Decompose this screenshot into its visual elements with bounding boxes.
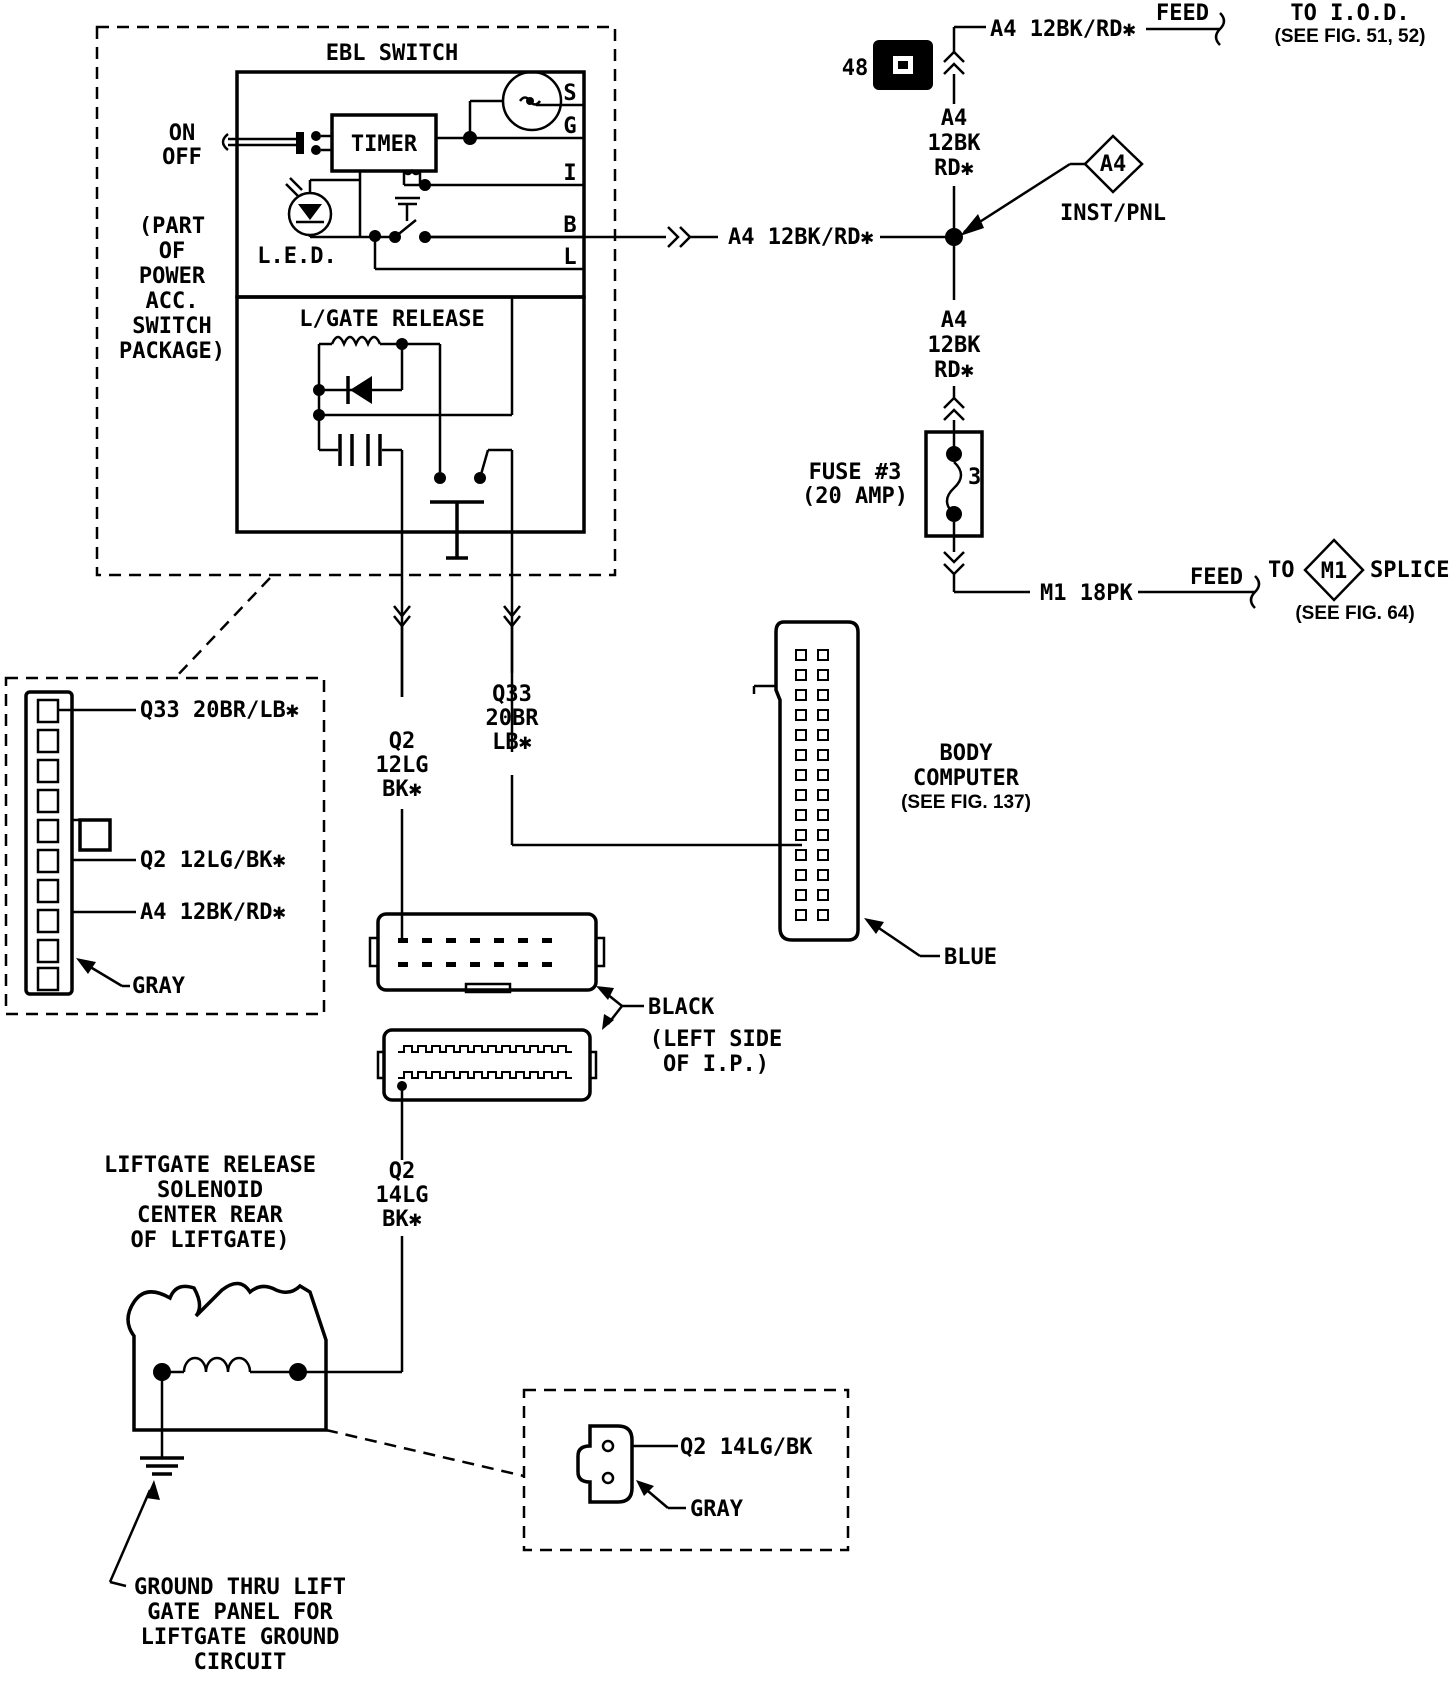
solenoid-coil-icon — [182, 1356, 252, 1373]
solenoid-label-4: OF LIFTGATE) — [131, 1228, 290, 1253]
ip-connector-lower — [382, 1028, 592, 1102]
a4-upper-label-3: RD✱ — [934, 156, 974, 181]
ip-location-label-1: (LEFT SIDE — [650, 1027, 782, 1052]
solenoid-connector-gray-label: GRAY — [690, 1497, 744, 1522]
feed-top-label: FEED — [1156, 1, 1209, 26]
ebl-switch-boundary — [95, 25, 617, 577]
liftgate-solenoid: Q2 14LG BK✱ LIFTGATE RELEASE SOLENOID CE… — [104, 1153, 428, 1675]
inset-q33-label: Q33 20BR/LB✱ — [140, 698, 299, 723]
feed-bottom-label: FEED — [1190, 565, 1243, 590]
inset-gray-label: GRAY — [132, 974, 186, 999]
q33-label-3: LB✱ — [492, 730, 532, 755]
ground-label-3: LIFTGATE GROUND — [141, 1625, 340, 1650]
fuse-label-2: (20 AMP) — [802, 484, 908, 509]
a4-upper-label-1: A4 — [941, 106, 968, 131]
coil-icon — [330, 335, 382, 348]
part-of-label-1: (PART — [139, 214, 205, 239]
splice-label: SPLICE — [1370, 558, 1449, 583]
ip-connector: BLACK (LEFT SIDE OF I.P.) — [368, 912, 782, 1160]
ip-connector-upper-pins — [398, 938, 552, 967]
ground-label-1: GROUND THRU LIFT — [134, 1575, 346, 1600]
a4-b-terminal-wire: A4 12BK/RD✱ — [425, 225, 963, 250]
body-computer-connector — [774, 620, 860, 942]
body-computer: BODY COMPUTER (SEE FIG. 137) BLUE — [752, 620, 1031, 970]
lgate-release-label: L/GATE RELEASE — [299, 307, 484, 332]
body-computer-label-1: BODY — [940, 741, 994, 766]
ebl-connector-inset: Q33 20BR/LB✱ Q2 12LG/BK✱ A4 12BK/RD✱ GRA… — [4, 577, 326, 1016]
ground-label-4: CIRCUIT — [194, 1650, 287, 1675]
inst-pnl-code: A4 — [1100, 152, 1127, 177]
ebl-switch-title: EBL SWITCH — [326, 41, 458, 66]
a4-bus: A4 12BK/RD✱ FEED TO I.O.D. (SEE FIG. 51,… — [802, 1, 1449, 624]
fuse-label-1: FUSE #3 — [809, 460, 902, 485]
ground-label-2: GATE PANEL FOR — [147, 1600, 333, 1625]
body-computer-blue-label: BLUE — [944, 945, 997, 970]
solenoid-connector-inset: Q2 14LG/BK GRAY — [325, 1388, 850, 1552]
part-of-label-4: ACC. — [146, 289, 199, 314]
off-label: OFF — [162, 145, 202, 170]
ip-connector-upper — [376, 912, 598, 992]
terminal-g: G — [563, 114, 576, 139]
a4-upper-label-2: 12BK — [928, 131, 982, 156]
q2-12lg-label-3: BK✱ — [382, 777, 422, 802]
see-fig-51-52-label: (SEE FIG. 51, 52) — [1275, 26, 1426, 47]
inst-pnl-diamond-icon — [1083, 134, 1144, 194]
solenoid-label-3: CENTER REAR — [137, 1203, 283, 1228]
solenoid-label-1: LIFTGATE RELEASE — [104, 1153, 316, 1178]
solenoid-label-2: SOLENOID — [157, 1178, 263, 1203]
see-fig-64-label: (SEE FIG. 64) — [1295, 603, 1414, 624]
to-iod-label: TO I.O.D. — [1290, 1, 1409, 26]
solenoid-connector-wire-label: Q2 14LG/BK — [680, 1435, 813, 1460]
body-computer-see-label: (SEE FIG. 137) — [901, 792, 1031, 813]
q33-label-2: 20BR — [486, 706, 540, 731]
part-of-label-3: POWER — [139, 264, 206, 289]
q2-12lg-label-2: 12LG — [376, 753, 429, 778]
solenoid-connector-body — [576, 1424, 634, 1504]
connector-48-label: 48 — [842, 56, 869, 81]
led-label: L.E.D. — [257, 244, 336, 269]
ebl-output-wires: Q2 12LG BK✱ Q33 20BR LB✱ — [376, 605, 802, 938]
splice-code: M1 — [1321, 559, 1348, 584]
part-of-label-6: PACKAGE) — [119, 339, 225, 364]
ebl-switch: EBL SWITCH TIMER S G I B L ON OFF — [95, 25, 617, 752]
ip-location-label-2: OF I.P.) — [663, 1052, 769, 1077]
terminal-l: L — [563, 245, 576, 270]
a4-lower-label-3: RD✱ — [934, 358, 974, 383]
q2-14lg-label-1: Q2 — [389, 1159, 416, 1184]
fuse-number: 3 — [968, 465, 981, 490]
solenoid-body — [126, 1281, 328, 1432]
to-label: TO — [1268, 558, 1295, 583]
body-computer-label-2: COMPUTER — [913, 766, 1020, 791]
part-of-label-5: SWITCH — [132, 314, 211, 339]
terminal-i: I — [563, 161, 576, 186]
q2-14lg-label-2: 14LG — [376, 1183, 429, 1208]
a4-lower-label-2: 12BK — [928, 333, 982, 358]
a4-feed-label: A4 12BK/RD✱ — [990, 17, 1136, 42]
diode-icon — [350, 376, 372, 404]
timer-box — [330, 113, 438, 173]
part-of-label-2: OF — [159, 239, 186, 264]
lgate-release-section — [235, 295, 586, 534]
inset-a4-label: A4 12BK/RD✱ — [140, 900, 286, 925]
m1-splice-diamond-icon — [1303, 538, 1365, 602]
m1-label: M1 18PK — [1040, 581, 1133, 606]
q33-label-1: Q33 — [492, 682, 532, 707]
a4-lower-label-1: A4 — [941, 308, 968, 333]
on-off-input-icon — [221, 133, 229, 151]
q2-12lg-label-1: Q2 — [389, 729, 416, 754]
body-computer-pins — [795, 649, 829, 921]
gray-connector-body — [24, 690, 74, 996]
a4-b-terminal-label: A4 12BK/RD✱ — [728, 225, 874, 250]
on-label: ON — [169, 121, 196, 146]
terminal-s: S — [563, 81, 576, 106]
connector-latch-icon — [78, 818, 112, 852]
timer-label: TIMER — [351, 132, 418, 157]
terminal-b: B — [563, 213, 576, 238]
inset-q2-label: Q2 12LG/BK✱ — [140, 848, 286, 873]
inst-pnl-label: INST/PNL — [1060, 201, 1166, 226]
q2-14lg-label-3: BK✱ — [382, 1207, 422, 1232]
ip-black-label: BLACK — [648, 995, 715, 1020]
